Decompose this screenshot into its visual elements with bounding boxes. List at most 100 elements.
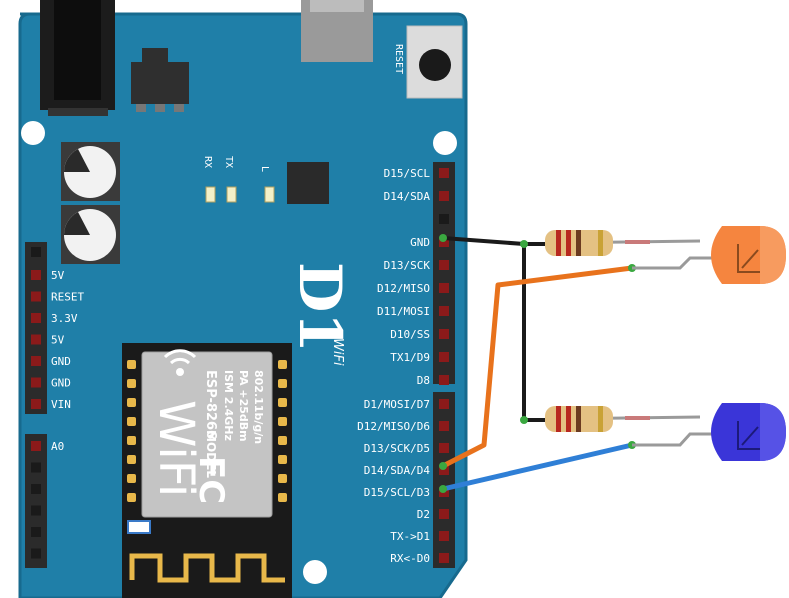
module-pad bbox=[278, 360, 287, 369]
header-pin[interactable] bbox=[31, 484, 41, 494]
header-pin[interactable] bbox=[439, 214, 449, 224]
header-pin[interactable] bbox=[439, 168, 449, 178]
wire-d4-orange-led bbox=[441, 265, 633, 469]
module-pad bbox=[127, 398, 136, 407]
reset-button[interactable] bbox=[406, 25, 463, 99]
voltage-regulator bbox=[131, 48, 189, 112]
pin-label: D15/SCL/D3 bbox=[364, 486, 430, 499]
module-chip: ESP-8266 bbox=[203, 370, 218, 439]
rx-led bbox=[205, 186, 216, 203]
led-orange bbox=[711, 226, 786, 284]
header-pin[interactable] bbox=[31, 505, 41, 516]
mount-hole bbox=[433, 131, 457, 155]
wire-endpoint bbox=[520, 240, 528, 248]
rx-label: RX bbox=[202, 156, 213, 168]
pin-label: D10/SS bbox=[390, 328, 430, 341]
pin-label: GND bbox=[410, 236, 430, 249]
led-orange-leg bbox=[632, 256, 712, 270]
header-pin[interactable] bbox=[31, 356, 41, 366]
module-pad bbox=[127, 417, 136, 426]
module-proto: 802.11b/g/n bbox=[252, 370, 265, 444]
usb-connector bbox=[301, 0, 373, 62]
module-pad bbox=[127, 360, 136, 369]
pin-label: GND bbox=[51, 355, 71, 368]
header-pin[interactable] bbox=[439, 443, 449, 453]
module-wifi-text: WiFi bbox=[148, 400, 204, 497]
header-pin[interactable] bbox=[439, 260, 449, 270]
header-pin[interactable] bbox=[31, 247, 41, 257]
pin-label: D12/MISO/D6 bbox=[357, 420, 430, 433]
wire-endpoint bbox=[439, 462, 447, 470]
module-pad bbox=[278, 398, 287, 407]
header-pin[interactable] bbox=[439, 306, 449, 316]
pin-label: D14/SDA/D4 bbox=[364, 464, 431, 477]
mount-hole bbox=[21, 121, 45, 145]
header-pin[interactable] bbox=[31, 548, 41, 559]
right-header-lower bbox=[433, 392, 455, 568]
pin-label: TX->D1 bbox=[390, 530, 430, 543]
header-pin[interactable] bbox=[439, 509, 449, 519]
header-pin[interactable] bbox=[31, 377, 41, 388]
wire-endpoint bbox=[520, 416, 528, 424]
header-pin[interactable] bbox=[31, 313, 41, 323]
capacitor bbox=[61, 142, 120, 201]
pin-label: A0 bbox=[51, 440, 64, 453]
module-pad bbox=[278, 493, 287, 502]
pin-label: 5V bbox=[51, 269, 65, 282]
header-pin[interactable] bbox=[439, 237, 449, 247]
header-pin[interactable] bbox=[31, 270, 41, 280]
module-pad bbox=[127, 474, 136, 483]
pin-label: D11/MOSI bbox=[377, 305, 430, 318]
usb-serial-chip bbox=[287, 162, 329, 204]
header-pin[interactable] bbox=[31, 527, 41, 537]
header-pin[interactable] bbox=[439, 329, 449, 339]
l-label: L bbox=[259, 166, 270, 172]
reset-label: RESET bbox=[393, 44, 404, 74]
led-blue-leg bbox=[632, 432, 712, 447]
pin-label: GND bbox=[51, 377, 71, 390]
resistor-top bbox=[544, 230, 701, 256]
module-pad bbox=[278, 436, 287, 445]
module-pad bbox=[278, 455, 287, 464]
pin-label: D14/SDA bbox=[384, 190, 431, 203]
power-jack bbox=[40, 0, 115, 116]
resistor-bottom bbox=[544, 406, 701, 432]
mount-hole bbox=[303, 560, 327, 584]
wire-endpoint bbox=[439, 485, 447, 493]
right-header-upper bbox=[433, 162, 455, 384]
module-pad bbox=[278, 474, 287, 483]
l-led bbox=[264, 186, 275, 203]
header-pin[interactable] bbox=[439, 352, 449, 362]
wire-endpoint bbox=[439, 234, 447, 242]
header-pin[interactable] bbox=[31, 441, 41, 451]
module-pad bbox=[278, 417, 287, 426]
tx-led bbox=[226, 186, 237, 203]
header-pin[interactable] bbox=[439, 191, 449, 201]
module-fc-logo: FC bbox=[191, 456, 231, 504]
left-header-upper bbox=[25, 242, 47, 414]
header-pin[interactable] bbox=[31, 334, 41, 345]
wifi-signal-icon bbox=[163, 349, 197, 376]
module-ism: ISM 2.4GHz bbox=[222, 370, 235, 441]
pin-label: D13/SCK/D5 bbox=[364, 442, 430, 455]
pin-label: RESET bbox=[51, 291, 84, 304]
pin-label: 5V bbox=[51, 334, 65, 347]
pin-label: D13/SCK bbox=[384, 259, 431, 272]
header-pin[interactable] bbox=[439, 465, 449, 475]
header-pin[interactable] bbox=[31, 291, 41, 302]
header-pin[interactable] bbox=[439, 531, 449, 541]
header-pin[interactable] bbox=[31, 399, 41, 409]
header-pin[interactable] bbox=[439, 399, 449, 409]
header-pin[interactable] bbox=[31, 462, 41, 473]
module-pa: PA +25dBm bbox=[237, 370, 250, 442]
header-pin[interactable] bbox=[439, 283, 449, 293]
tx-label: TX bbox=[223, 156, 234, 168]
pin-label: D1/MOSI/D7 bbox=[364, 398, 430, 411]
module-pad bbox=[127, 455, 136, 464]
header-pin[interactable] bbox=[439, 553, 449, 563]
left-header-lower bbox=[25, 434, 47, 568]
header-pin[interactable] bbox=[439, 375, 449, 385]
header-pin[interactable] bbox=[439, 421, 449, 431]
module-pad bbox=[127, 436, 136, 445]
